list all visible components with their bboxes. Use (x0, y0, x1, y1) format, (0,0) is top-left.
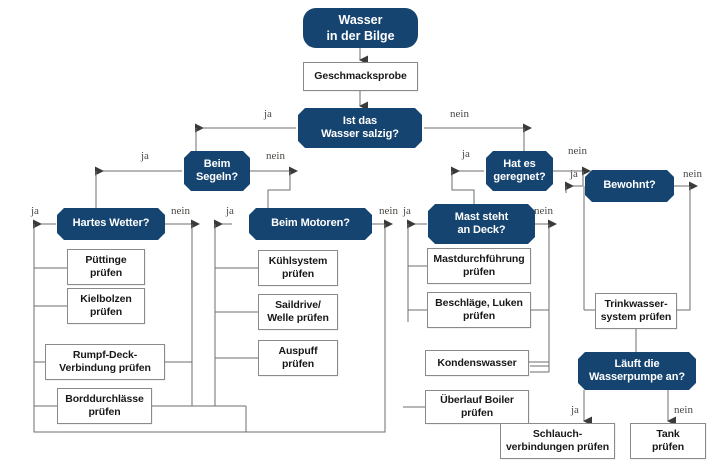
node-rained-line1: Hat es (503, 157, 536, 170)
node-start-line2: in der Bilge (326, 29, 395, 43)
edge-label-salty-no: nein (450, 108, 469, 120)
node-cooling-line2: prüfen (281, 268, 315, 280)
node-mast-on-deck-line1: Mast steht (454, 210, 509, 223)
node-mast-passage-line2: prüfen (462, 266, 496, 278)
node-cooling: Kühlsystem prüfen (258, 250, 338, 286)
node-start-line1: Wasser (338, 13, 383, 27)
node-taste-test-label: Geschmacksprobe (314, 70, 407, 82)
edge-label-sailing-yes: ja (141, 150, 149, 162)
edge-label-mast-no: nein (534, 205, 553, 217)
node-inhabited-label: Bewohnt? (603, 179, 656, 192)
edge-label-inhabited-no: nein (683, 168, 702, 180)
edge-label-inhabited-yes: ja (570, 168, 578, 180)
node-exhaust-line2: prüfen (281, 358, 315, 370)
node-thru-hulls: Borddurchlässe prüfen (57, 388, 152, 424)
node-inhabited: Bewohnt? (585, 170, 674, 202)
node-boiler-overflow-line1: Überlauf Boiler (440, 394, 514, 406)
node-hose-connections-line2: verbindungen prüfen (505, 441, 610, 453)
node-pump-runs-line2: Wasserpumpe an? (589, 371, 685, 383)
node-saildrive-line2: Welle prüfen (267, 312, 329, 324)
node-saildrive-line1: Saildrive/ (275, 299, 321, 311)
edge-label-mast-yes: ja (403, 205, 411, 217)
node-motoring-label: Beim Motoren? (271, 217, 350, 230)
node-keel-bolts-line1: Kielbolzen (80, 293, 132, 305)
node-motoring: Beim Motoren? (249, 208, 372, 240)
edge-label-weather-no: nein (171, 205, 190, 217)
node-exhaust-line1: Auspuff (278, 345, 318, 357)
node-hull-deck-line1: Rumpf-Deck- (72, 349, 138, 361)
node-hull-deck: Rumpf-Deck- Verbindung prüfen (45, 344, 165, 380)
node-fittings: Beschläge, Luken prüfen (427, 292, 531, 328)
node-chainplates: Püttinge prüfen (67, 249, 145, 285)
node-rained: Hat es geregnet? (486, 151, 553, 191)
node-condensation-label: Kondenswasser (437, 356, 517, 369)
node-rained-line2: geregnet? (493, 171, 546, 183)
node-thru-hulls-line2: prüfen (88, 406, 121, 418)
node-chainplates-line2: prüfen (89, 267, 123, 279)
node-mast-on-deck: Mast steht an Deck? (428, 204, 535, 244)
edge-label-salty-yes: ja (264, 108, 272, 120)
node-chainplates-line1: Püttinge (85, 254, 127, 266)
node-taste-test: Geschmacksprobe (303, 62, 418, 91)
node-tank: Tank prüfen (630, 423, 706, 459)
node-mast-on-deck-line2: an Deck? (457, 224, 506, 236)
node-hose-connections-line1: Schlauch- (532, 428, 583, 440)
node-rough-weather: Hartes Wetter? (57, 208, 165, 240)
node-condensation: Kondenswasser (425, 350, 529, 376)
node-boiler-overflow: Überlauf Boiler prüfen (425, 390, 529, 424)
node-start: Wasser in der Bilge (303, 8, 418, 48)
node-sailing-line2: Segeln? (195, 171, 239, 183)
node-drinking-water-line1: Trinkwasser- (604, 298, 668, 310)
node-drinking-water: Trinkwasser- system prüfen (595, 293, 677, 329)
node-sailing-line1: Beim (203, 157, 231, 170)
edge-label-pump-yes: ja (571, 404, 579, 416)
edge-label-rained-no: nein (568, 145, 587, 157)
node-fittings-line1: Beschläge, Luken (435, 297, 523, 309)
edge-label-weather-yes: ja (31, 205, 39, 217)
node-thru-hulls-line1: Borddurchlässe (65, 393, 144, 405)
node-salty-line1: Ist das (342, 114, 378, 127)
node-saildrive: Saildrive/ Welle prüfen (258, 294, 338, 330)
node-salty-line2: Wasser salzig? (321, 128, 399, 140)
node-mast-passage-line1: Mastdurchführung (433, 253, 525, 265)
node-mast-passage: Mastdurchführung prüfen (427, 248, 531, 284)
node-hull-deck-line2: Verbindung prüfen (59, 362, 151, 374)
edge-label-motoring-no: nein (379, 205, 398, 217)
node-fittings-line2: prüfen (462, 310, 496, 322)
node-boiler-overflow-line2: prüfen (460, 407, 494, 419)
node-sailing: Beim Segeln? (184, 151, 250, 191)
edge-label-motoring-yes: ja (226, 205, 234, 217)
node-tank-line1: Tank (656, 428, 680, 440)
node-rough-weather-label: Hartes Wetter? (72, 217, 150, 230)
node-keel-bolts: Kielbolzen prüfen (67, 288, 145, 324)
node-drinking-water-line2: system prüfen (600, 311, 672, 323)
node-keel-bolts-line2: prüfen (89, 306, 123, 318)
node-exhaust: Auspuff prüfen (258, 340, 338, 376)
node-salty: Ist das Wasser salzig? (298, 108, 422, 148)
edge-label-sailing-no: nein (266, 150, 285, 162)
node-pump-runs: Läuft die Wasserpumpe an? (578, 352, 696, 390)
edge-label-pump-no: nein (674, 404, 693, 416)
edge-label-rained-yes: ja (462, 148, 470, 160)
node-hose-connections: Schlauch- verbindungen prüfen (500, 423, 615, 459)
node-tank-line2: prüfen (651, 441, 685, 453)
node-pump-runs-line1: Läuft die (614, 357, 660, 370)
node-cooling-line1: Kühlsystem (268, 255, 328, 267)
